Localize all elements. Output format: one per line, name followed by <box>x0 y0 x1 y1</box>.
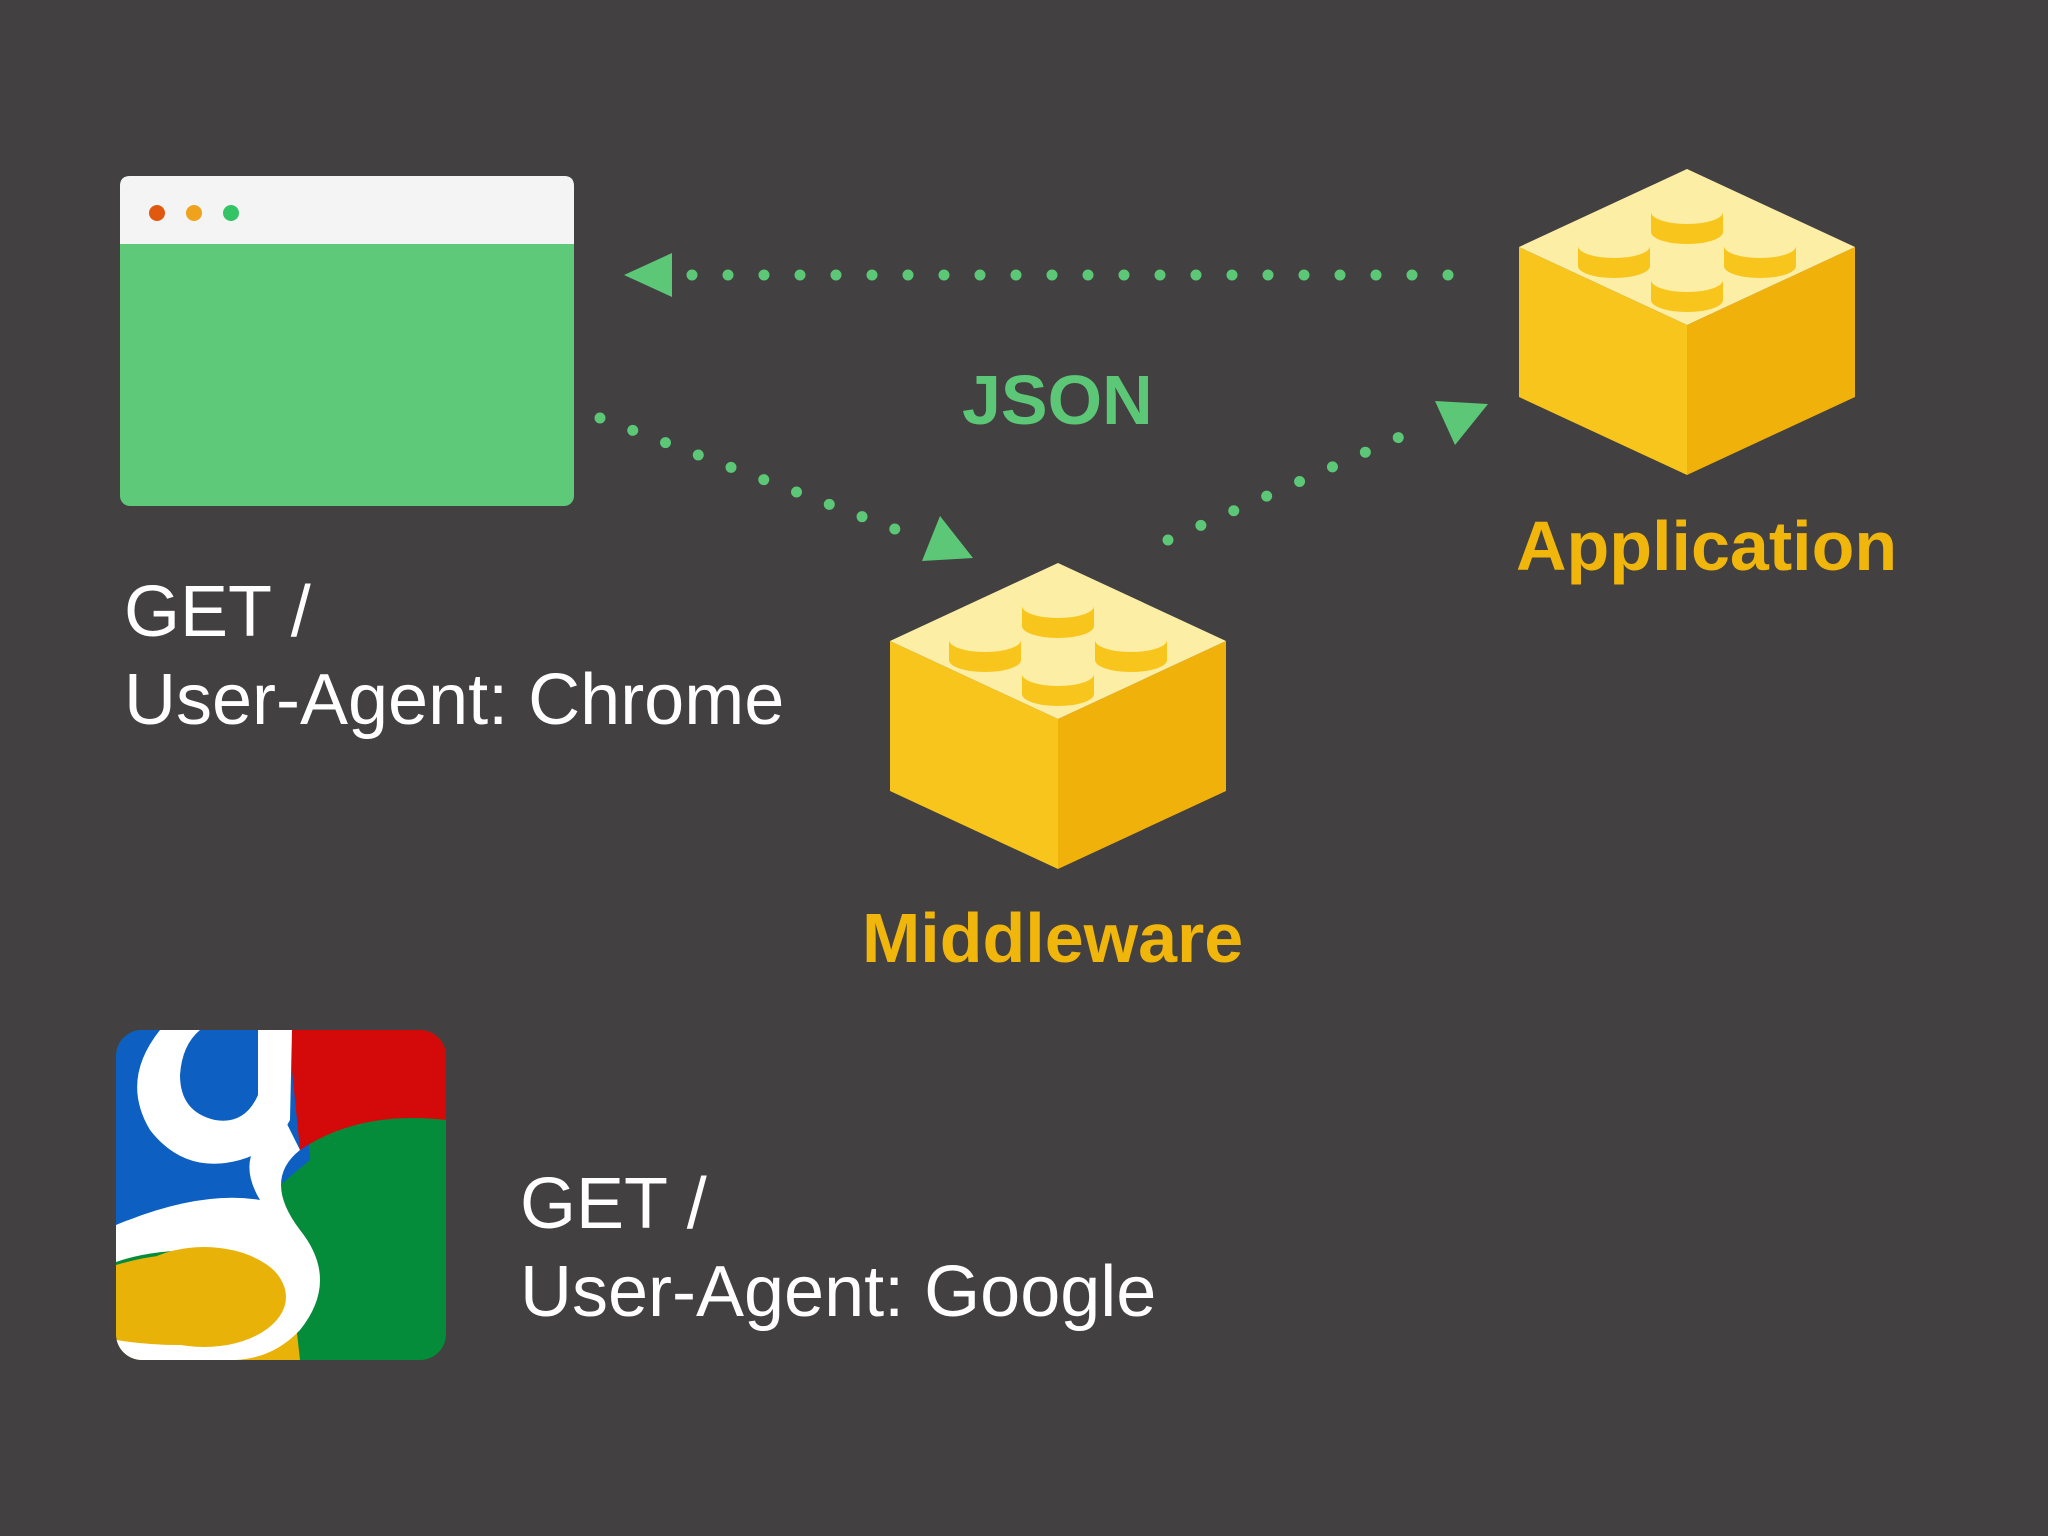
google-g-logo-icon <box>116 1030 446 1360</box>
application-brick-icon <box>1519 169 1855 475</box>
google-request-line: GET / <box>520 1164 707 1244</box>
application-label: Application <box>1516 507 1898 585</box>
middleware-label: Middleware <box>862 899 1244 977</box>
forward-arrow <box>1162 401 1488 546</box>
window-dot-orange-icon <box>186 205 202 221</box>
chrome-user-agent-line: User-Agent: Chrome <box>124 660 785 740</box>
request-arrow <box>594 412 973 561</box>
chrome-request-text: GET / User-Agent: Chrome <box>124 568 784 744</box>
google-user-agent-line: User-Agent: Google <box>520 1252 1157 1332</box>
chrome-request-line: GET / <box>124 572 311 652</box>
google-request-text: GET / User-Agent: Google <box>520 1160 1156 1336</box>
middleware-brick-icon <box>890 563 1226 869</box>
window-dot-green-icon <box>223 205 239 221</box>
arrowhead-up-right-icon <box>1435 401 1488 445</box>
arrowhead-down-right-icon <box>922 516 973 561</box>
browser-window-icon <box>120 176 574 506</box>
json-label: JSON <box>962 361 1153 439</box>
response-arrow <box>624 253 1454 297</box>
arrowhead-left-icon <box>624 253 672 297</box>
window-dot-red-icon <box>149 205 165 221</box>
